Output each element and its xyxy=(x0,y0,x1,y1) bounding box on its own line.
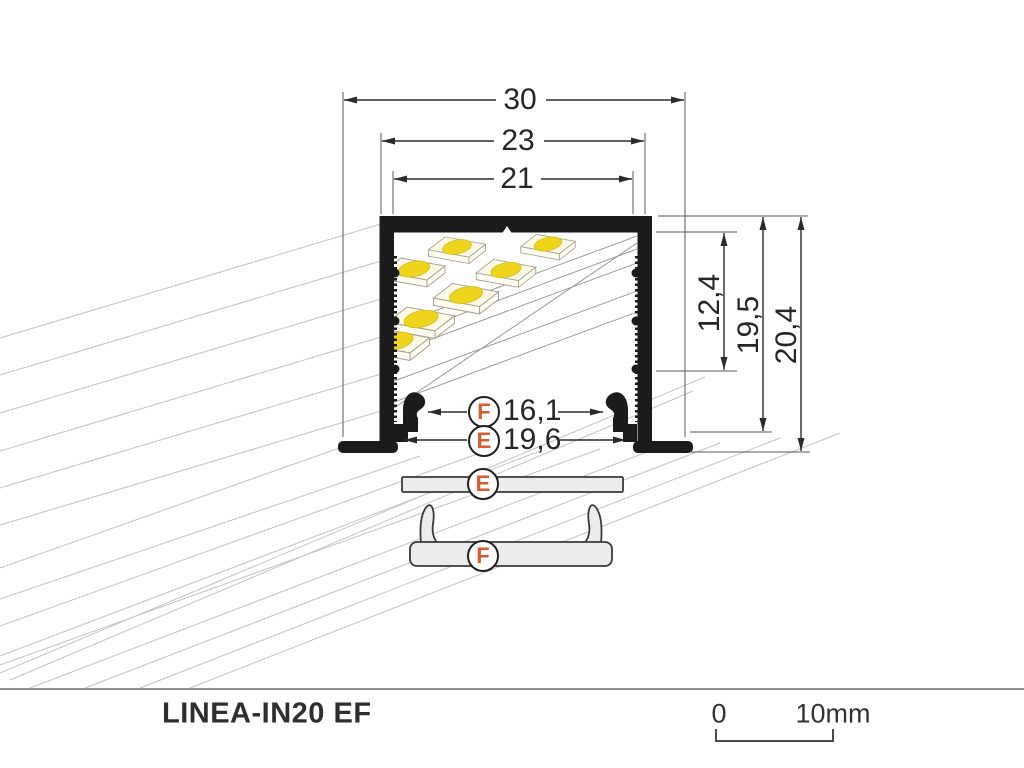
dimension-width-body xyxy=(382,137,644,145)
dim-slot-e-value: 19,6 xyxy=(503,423,562,456)
accessory-cover-f xyxy=(409,504,613,567)
dim-width-body-value: 23 xyxy=(501,124,535,157)
mount-flange-left xyxy=(338,441,398,453)
dimension-width-inner xyxy=(394,175,632,183)
dim-slot-f-value: 16,1 xyxy=(503,394,562,427)
accessory-plate-e xyxy=(401,476,624,493)
led-module xyxy=(427,236,487,265)
dimension-height-body xyxy=(759,217,767,431)
extension-lines xyxy=(342,92,810,453)
dimension-depth-inner xyxy=(720,233,728,370)
dimension-lines xyxy=(344,96,805,451)
dim-height-body-value: 19,5 xyxy=(732,295,765,355)
led-module xyxy=(432,282,500,315)
retainer-hook-right xyxy=(605,392,628,432)
dimension-width-outer xyxy=(344,96,684,104)
product-name: LINEA-IN20 EF xyxy=(162,697,372,730)
cover-prong-left xyxy=(419,504,437,545)
mount-flange-right xyxy=(633,441,693,453)
scale-bracket xyxy=(715,729,834,742)
scale-start-label: 0 xyxy=(711,698,727,729)
ref-badge-f: F xyxy=(468,396,500,428)
led-strip xyxy=(394,232,637,410)
retainer-hook-left xyxy=(403,392,426,432)
dim-height-total-value: 20,4 xyxy=(770,305,803,365)
led-module xyxy=(519,233,577,261)
center-notch xyxy=(502,226,512,234)
accessory-plate-badge: E xyxy=(467,468,499,500)
dimension-slot-f xyxy=(428,408,603,416)
dimension-height-total xyxy=(797,217,805,451)
dim-width-inner-value: 21 xyxy=(500,162,534,195)
led-module xyxy=(394,306,456,340)
ref-badge-e: E xyxy=(468,425,500,457)
scale-end-label: 10mm xyxy=(795,698,871,729)
accessory-cover-badge: F xyxy=(467,540,499,572)
profile-body xyxy=(338,216,693,453)
cover-prong-right xyxy=(585,504,603,545)
dimension-slot-e xyxy=(404,436,626,444)
led-module xyxy=(475,258,537,289)
dim-depth-inner-value: 12,4 xyxy=(693,273,726,333)
dim-width-outer-value: 30 xyxy=(503,83,537,116)
led-module xyxy=(394,330,431,362)
